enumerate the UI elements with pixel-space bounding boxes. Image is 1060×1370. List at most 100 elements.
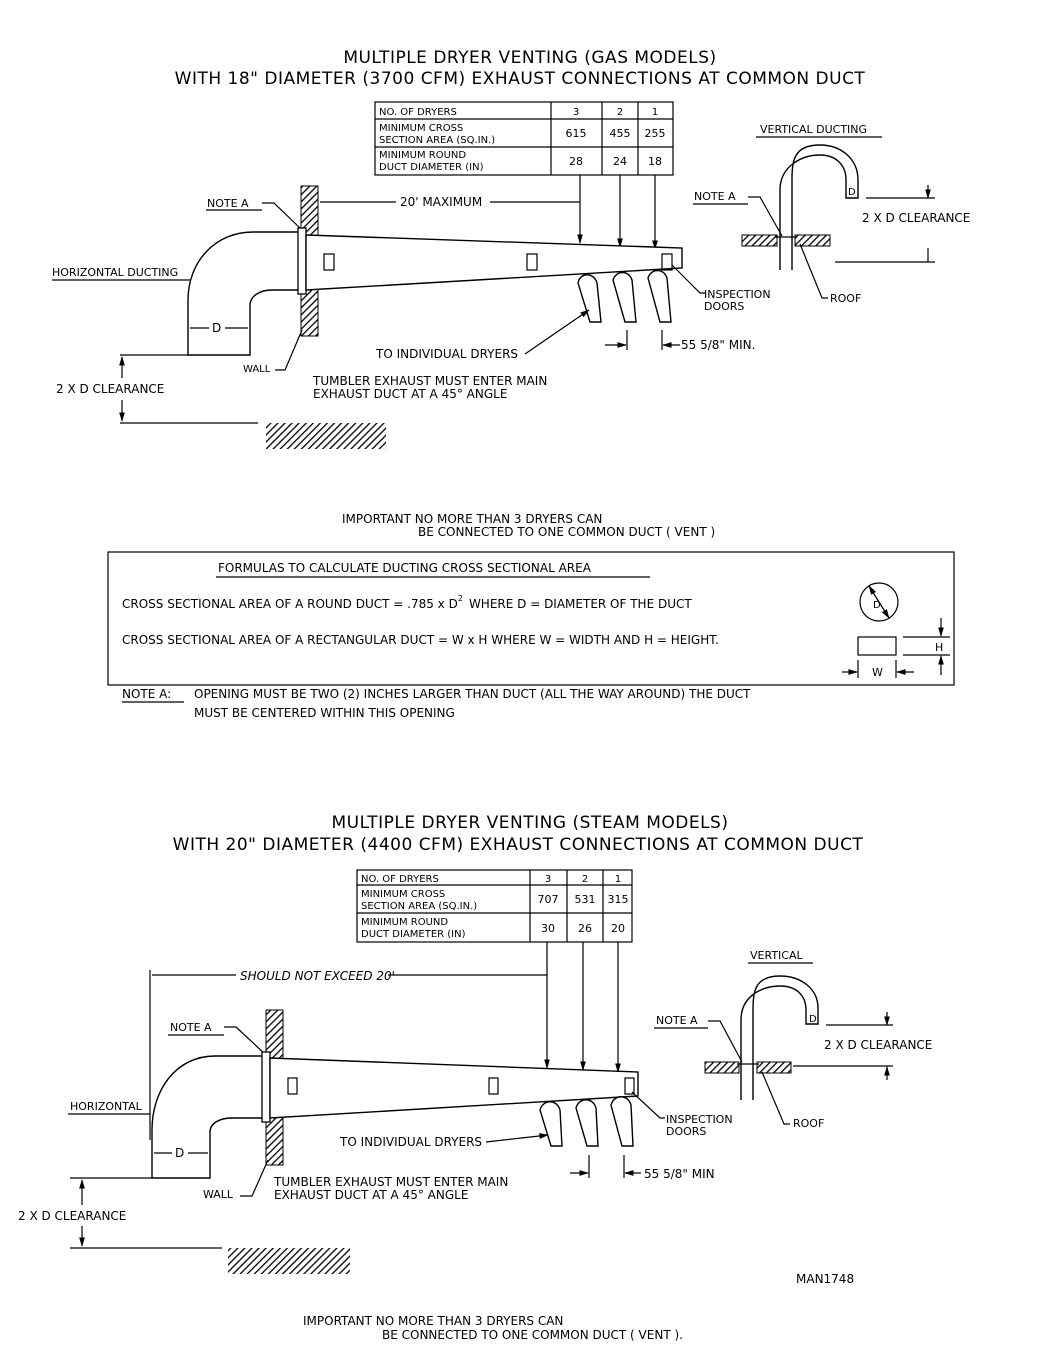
steam-max-length-label: SHOULD NOT EXCEED 20' [240,969,395,983]
round-duct-d-label: D [873,600,881,611]
gas-note-a-label: NOTE A [207,197,249,210]
steam-elbow-duct [151,1055,262,1179]
steam-inspection-door-2 [488,1077,499,1095]
rect-w-label: W [872,666,883,679]
gas-table-header-1: 1 [652,107,658,118]
note-a-block: NOTE A: OPENING MUST BE TWO (2) INCHES L… [122,687,751,720]
gas-table-row1-label-a: MINIMUM CROSS [379,123,463,134]
gas-dryer-connections [577,269,672,323]
steam-d-label: D [175,1146,184,1160]
steam-horizontal-label: HORIZONTAL [70,1100,143,1113]
gas-table-header-label: NO. OF DRYERS [379,107,457,118]
gas-section: MULTIPLE DRYER VENTING (GAS MODELS) WITH… [52,48,970,539]
gas-table: NO. OF DRYERS 3 2 1 MINIMUM CROSS SECTIO… [374,101,674,176]
steam-table-area-2: 531 [575,893,596,906]
gas-table-dia-2: 24 [613,155,627,168]
gas-wall-flange [297,227,307,295]
steam-inspection-label-2: DOORS [666,1125,706,1138]
gas-to-dryers-label: TO INDIVIDUAL DRYERS [375,347,518,361]
gas-vertical-ducting-label: VERTICAL DUCTING [760,123,867,136]
steam-table-row2-label-b: DUCT DIAMETER (IN) [361,929,466,940]
gas-vertical-note-a: NOTE A [694,190,736,203]
steam-important-line2: BE CONNECTED TO ONE COMMON DUCT ( VENT )… [382,1328,683,1342]
gas-floor-hatch [266,423,386,449]
gas-table-row2-label-b: DUCT DIAMETER (IN) [379,162,484,173]
round-duct-diameter-line [868,585,890,619]
gas-table-area-3: 615 [566,127,587,140]
steam-inspection-door-3 [624,1077,635,1095]
steam-vertical-duct [740,975,819,1100]
gas-vertical-clearance-label: 2 X D CLEARANCE [862,211,970,225]
steam-wall-label: WALL [203,1188,234,1201]
gas-inspection-label-2: DOORS [704,300,744,313]
gas-horizontal-ducting-label: HORIZONTAL DUCTING [52,266,178,279]
formula-rect: CROSS SECTIONAL AREA OF A RECTANGULAR DU… [122,633,719,647]
gas-vertical-duct [779,144,859,270]
gas-title-line1: MULTIPLE DRYER VENTING (GAS MODELS) [343,48,716,68]
steam-table-row2-label-a: MINIMUM ROUND [361,917,448,928]
gas-note-a-leader [262,202,303,231]
gas-d-label: D [212,321,221,335]
gas-table-area-2: 455 [610,127,631,140]
steam-tumbler-line2: EXHAUST DUCT AT A 45° ANGLE [274,1188,468,1202]
steam-roof-right [756,1061,792,1074]
steam-roof-left [704,1061,740,1074]
steam-inspection-label-1: INSPECTION [666,1113,733,1126]
gas-inspection-label-1: INSPECTION [704,288,771,301]
note-a-block-line1: OPENING MUST BE TWO (2) INCHES LARGER TH… [194,687,751,701]
steam-important-line1: IMPORTANT NO MORE THAN 3 DRYERS CAN [303,1314,563,1328]
gas-inspection-door-2 [526,253,538,271]
steam-vertical-note-a-leader [708,1020,743,1063]
steam-table-header-1: 1 [615,874,621,885]
gas-table-row1-label-b: SECTION AREA (SQ.IN.) [379,135,495,146]
steam-dryer-connections [539,1096,634,1147]
steam-wall-flange [261,1051,271,1123]
gas-roof-left [741,234,778,247]
rect-duct-icon [857,636,897,656]
steam-roof-leader [761,1071,790,1125]
gas-title-line2: WITH 18" DIAMETER (3700 CFM) EXHAUST CON… [175,69,866,89]
gas-max-length-label: 20' MAXIMUM [400,195,482,209]
steam-floor-hatch [228,1248,350,1274]
steam-wall-leader [240,1159,269,1197]
gas-elbow-duct [187,231,298,356]
note-a-block-line2: MUST BE CENTERED WITHIN THIS OPENING [194,706,455,720]
formula-box: FORMULAS TO CALCULATE DUCTING CROSS SECT… [107,551,955,686]
gas-important-line1: IMPORTANT NO MORE THAN 3 DRYERS CAN [342,512,602,526]
round-duct-icon [859,582,899,622]
steam-table-header-label: NO. OF DRYERS [361,874,439,885]
steam-vertical-d-label: D [809,1014,817,1025]
steam-table-row1-label-b: SECTION AREA (SQ.IN.) [361,901,477,912]
gas-table-row2-label-a: MINIMUM ROUND [379,150,466,161]
gas-tumbler-line1: TUMBLER EXHAUST MUST ENTER MAIN [312,374,547,388]
steam-vertical-label: VERTICAL [750,949,803,962]
steam-spacing-label: 55 5/8" MIN [644,1167,715,1181]
formula-title: FORMULAS TO CALCULATE DUCTING CROSS SECT… [218,561,592,575]
gas-roof-leader [799,243,828,299]
steam-inspection-leader [631,1091,665,1119]
steam-section: MULTIPLE DRYER VENTING (STEAM MODELS) WI… [18,813,932,1342]
steam-table-dia-2: 26 [578,922,592,935]
gas-vertical-d-label: D [848,187,856,198]
steam-to-dryers-label: TO INDIVIDUAL DRYERS [339,1135,482,1149]
steam-to-dryers-leader [485,1133,549,1143]
gas-wall-leader [275,329,303,371]
steam-tumbler-line1: TUMBLER EXHAUST MUST ENTER MAIN [273,1175,508,1189]
steam-note-a-leader [224,1026,267,1056]
gas-inspection-door-1 [323,253,335,271]
steam-table-header-3: 3 [545,874,551,885]
steam-table-area-3: 707 [538,893,559,906]
gas-inspection-leader [671,264,705,294]
gas-roof-right [794,234,831,247]
note-a-block-label: NOTE A: [122,687,171,701]
document-id: MAN1748 [796,1272,854,1286]
formula-round: CROSS SECTIONAL AREA OF A ROUND DUCT = .… [122,594,692,611]
steam-inspection-door-1 [287,1077,298,1095]
steam-clearance-label: 2 X D CLEARANCE [18,1209,126,1223]
gas-clearance-label: 2 X D CLEARANCE [56,382,164,396]
gas-wall-label: WALL [243,364,271,375]
gas-table-dia-3: 28 [569,155,583,168]
steam-table-dia-1: 20 [611,922,625,935]
